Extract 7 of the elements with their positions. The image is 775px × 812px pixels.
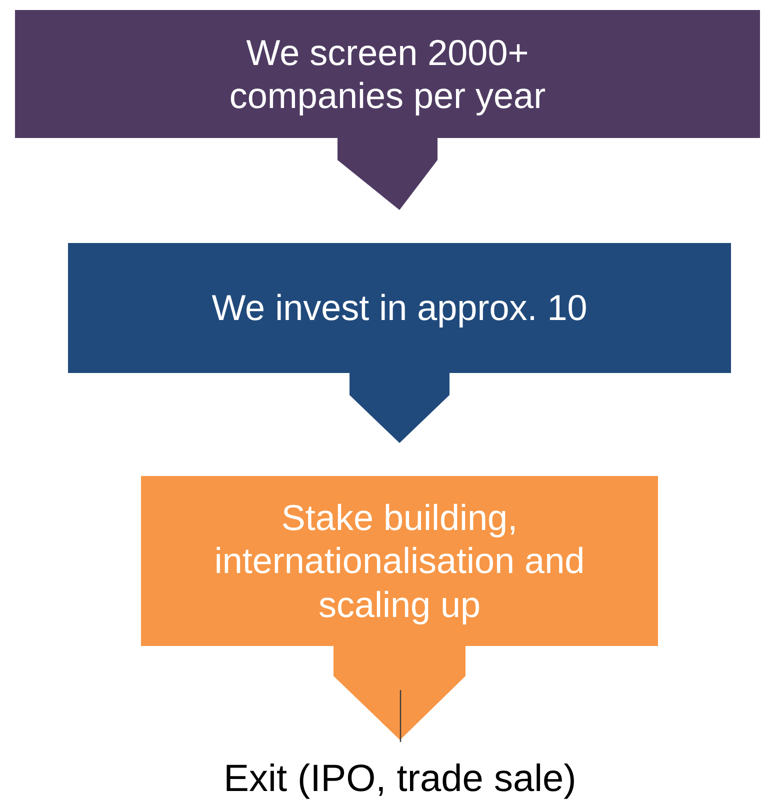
block-arrow	[338, 138, 438, 210]
block-arrow	[350, 373, 450, 443]
process-label: Exit (IPO, trade sale)	[140, 752, 660, 808]
box-text: We screen 2000+ companies per year	[228, 30, 547, 118]
box-text: Stake building, internationalisation and scaling up	[213, 496, 586, 626]
block-arrow	[334, 646, 466, 740]
box-text: We invest in approx. 10	[212, 286, 588, 330]
